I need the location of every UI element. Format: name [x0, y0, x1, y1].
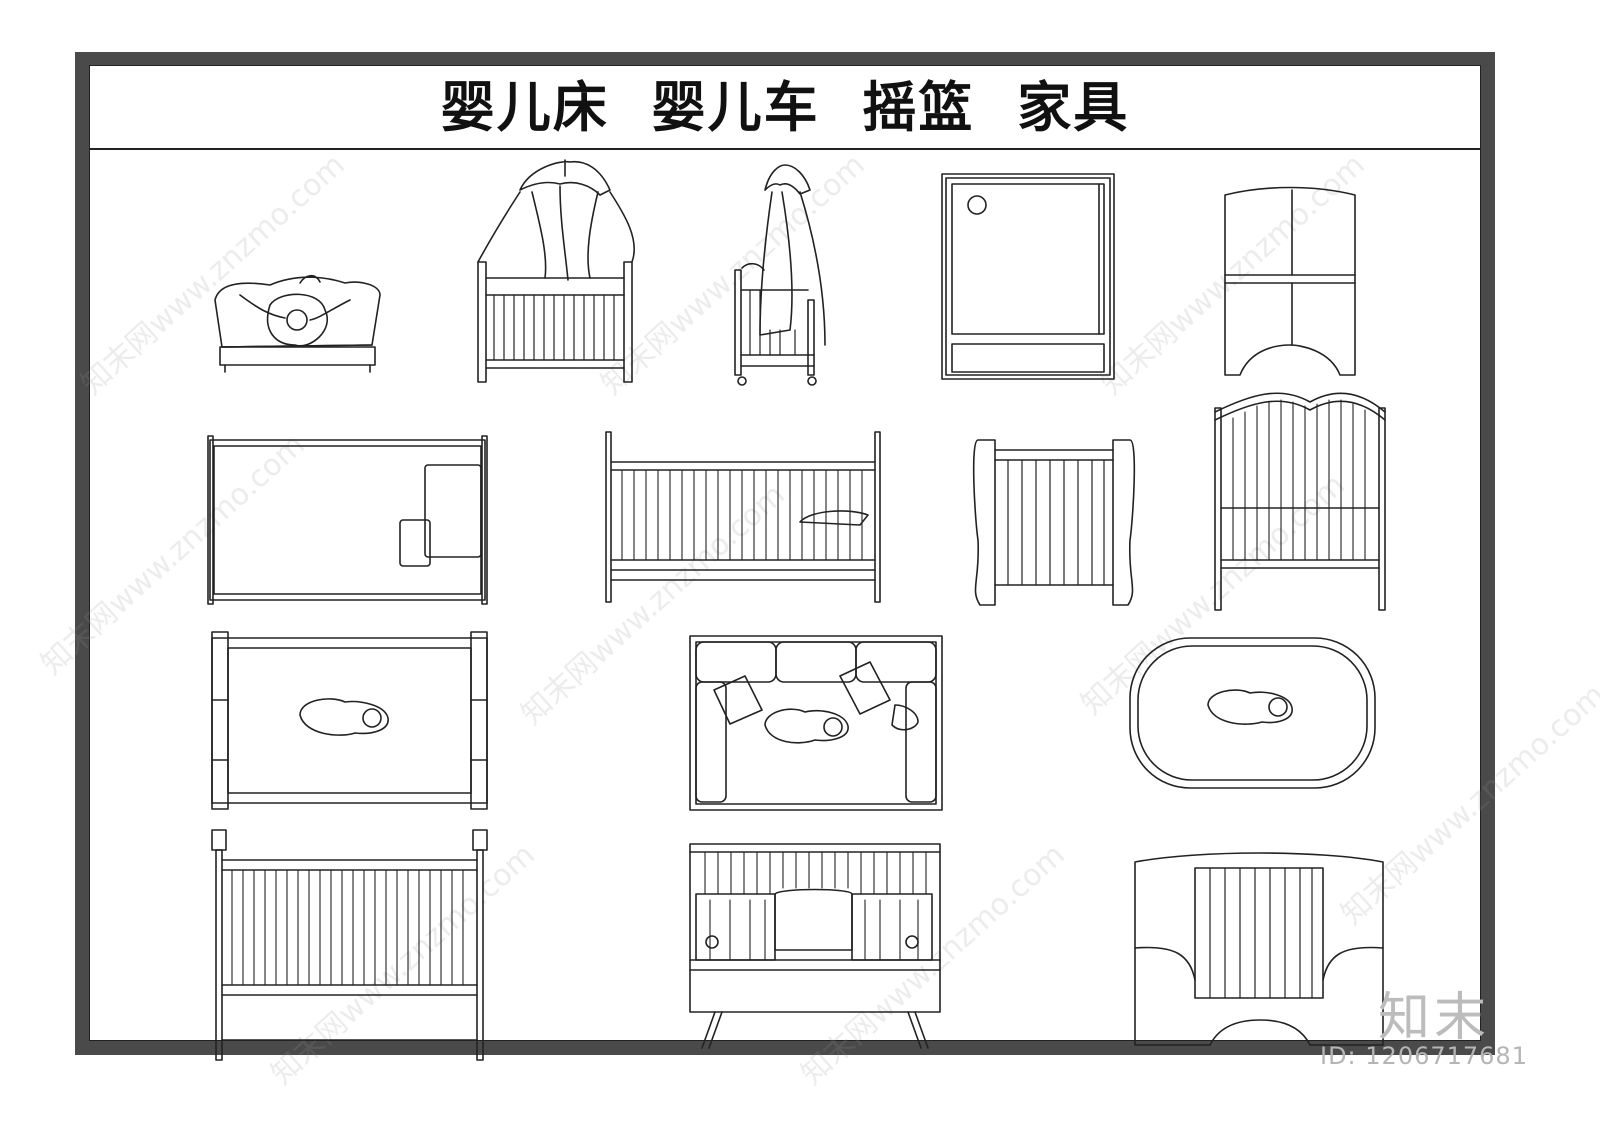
oval-crib-plan-with-baby — [1129, 637, 1376, 789]
sheet-title: 婴儿床 婴儿车 摇篮 家具 — [440, 76, 1130, 139]
crib-plan-with-pillows — [207, 435, 488, 605]
curved-crib-end-elevation — [1134, 852, 1384, 1046]
convertible-crib-with-legs-elevation — [689, 843, 941, 1049]
image-id-label: ID: 1206717681 — [1320, 1042, 1528, 1070]
crib-plan-with-baby — [211, 631, 488, 810]
cabinet-front-elevation — [941, 173, 1115, 380]
sofa-crib-plan-with-baby — [689, 635, 943, 811]
curved-wardrobe-elevation — [1224, 186, 1356, 376]
crib-with-finials-elevation — [211, 829, 488, 1061]
canopy-crib-side-elevation — [734, 164, 826, 386]
title-divider — [89, 148, 1481, 150]
drawing-sheet — [89, 65, 1481, 1041]
sleigh-crib-end-elevation — [972, 439, 1136, 606]
canopy-crib-front-elevation — [477, 159, 635, 383]
bassinet-with-bow-elevation — [214, 274, 381, 373]
brand-watermark: 知末 — [1378, 988, 1491, 1048]
arched-crib-end-elevation — [1214, 392, 1386, 611]
crib-long-elevation-with-pillow — [605, 431, 881, 603]
